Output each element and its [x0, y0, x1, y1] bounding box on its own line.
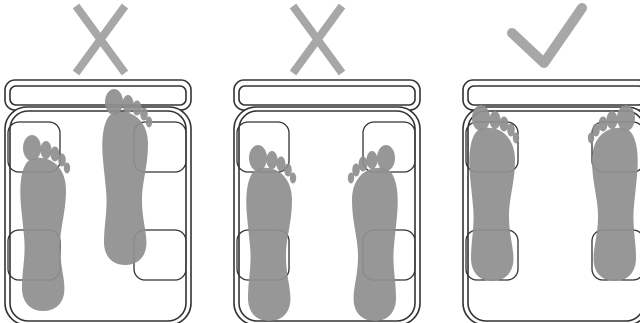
x-mark-icon [76, 6, 125, 73]
scale-panel-correct [463, 80, 640, 323]
x-mark-icon [293, 6, 342, 73]
scale-panel-incorrect-low [234, 80, 420, 323]
scale-panel-incorrect-staggered [5, 80, 191, 323]
checkmark-icon [512, 8, 582, 63]
